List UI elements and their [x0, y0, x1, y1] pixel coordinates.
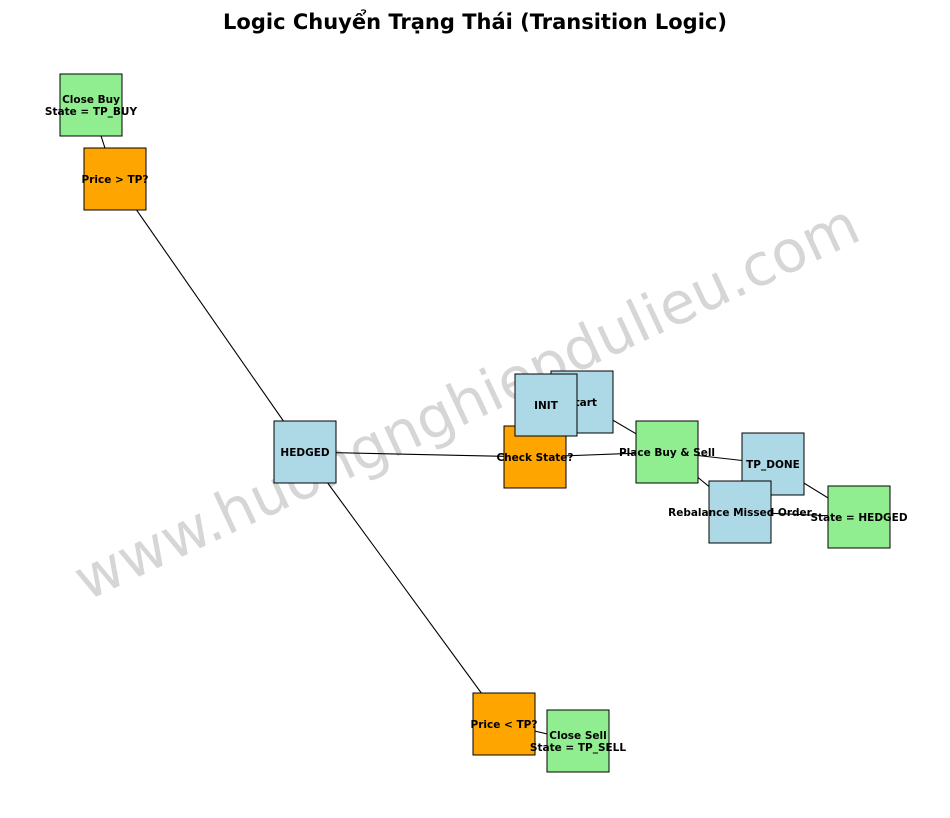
node-box-state-hedged [827, 485, 891, 549]
node-label-price-lt-tp: Price < TP? [471, 719, 538, 731]
node-label-close-sell: State = TP_SELL [530, 742, 626, 754]
node-box-rebalance [708, 480, 772, 544]
node-label-rebalance: Rebalance Missed Order [668, 507, 813, 519]
node-box-price-lt-tp [472, 692, 536, 756]
node-label-close-buy: Close Buy [62, 94, 120, 106]
node-state-hedged: State = HEDGED [810, 485, 908, 549]
node-box-close-buy [59, 73, 123, 137]
node-label-state-hedged: State = HEDGED [810, 512, 907, 524]
node-box-close-sell [546, 709, 610, 773]
edge-hedged-to-price-lt-tp [304, 451, 505, 725]
node-label-tp-done: TP_DONE [746, 459, 800, 471]
node-price-gt-tp: Price > TP? [82, 147, 149, 211]
edge-price-gt-tp-to-hedged [114, 178, 306, 453]
node-label-close-buy: State = TP_BUY [45, 106, 138, 118]
node-label-close-sell: Close Sell [549, 730, 606, 742]
node-box-hedged [273, 420, 337, 484]
node-init: INIT [514, 373, 578, 437]
watermark: www.huongnghiepdulieu.com [64, 190, 870, 614]
edge-hedged-to-check-state [304, 451, 536, 458]
node-label-check-state: Check State? [496, 452, 573, 464]
node-label-place-buy-sell: Place Buy & Sell [619, 447, 715, 459]
node-label-init: INIT [534, 400, 559, 412]
node-label-price-gt-tp: Price > TP? [82, 174, 149, 186]
node-box-place-buy-sell [635, 420, 699, 484]
node-box-init [514, 373, 578, 437]
node-place-buy-sell: Place Buy & Sell [619, 420, 715, 484]
diagram-title: Logic Chuyển Trạng Thái (Transition Logi… [223, 10, 727, 34]
node-label-hedged: HEDGED [280, 447, 329, 459]
node-box-price-gt-tp [83, 147, 147, 211]
node-price-lt-tp: Price < TP? [471, 692, 538, 756]
node-hedged: HEDGED [273, 420, 337, 484]
node-rebalance: Rebalance Missed Order [668, 480, 813, 544]
